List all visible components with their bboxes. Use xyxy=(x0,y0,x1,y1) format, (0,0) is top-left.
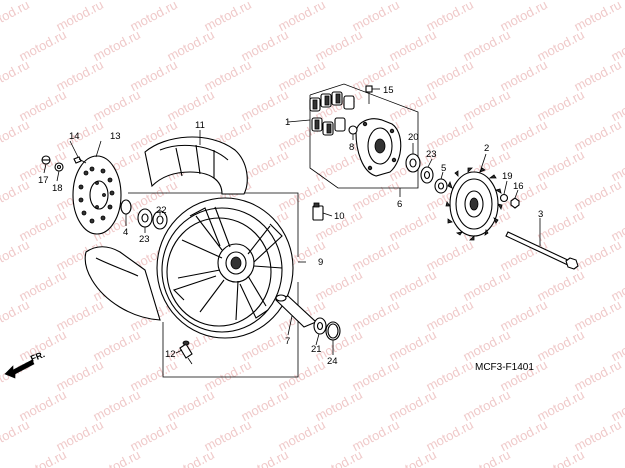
callout-18: 18 xyxy=(52,183,63,194)
valve-stem xyxy=(179,340,193,365)
callout-7: 7 xyxy=(285,336,290,347)
callout-5: 5 xyxy=(441,163,446,174)
callout-1: 1 xyxy=(285,117,290,128)
callout-9: 9 xyxy=(318,257,323,268)
mudguard xyxy=(84,136,248,321)
leader-lines xyxy=(43,88,541,355)
callout-4: 4 xyxy=(123,227,128,238)
drive-sprocket xyxy=(445,167,503,241)
balance-weight xyxy=(312,202,324,221)
callout-16: 16 xyxy=(513,181,524,192)
callout-6: 6 xyxy=(397,199,402,210)
callout-13: 13 xyxy=(110,131,121,142)
callout-8: 8 xyxy=(349,142,354,153)
callout-23-right: 23 xyxy=(426,149,437,160)
brake-disc xyxy=(72,155,122,235)
callout-labels: 1 2 3 4 5 6 7 8 9 10 11 12 13 14 15 16 1… xyxy=(38,85,543,367)
rear-axle xyxy=(505,231,579,270)
callout-3: 3 xyxy=(538,209,543,220)
callout-23-left: 23 xyxy=(139,234,150,245)
axle-collar xyxy=(274,294,341,341)
callout-22: 22 xyxy=(156,205,167,216)
flange-bearing-stack xyxy=(405,153,448,194)
callout-10: 10 xyxy=(334,211,345,222)
callout-19: 19 xyxy=(502,171,513,182)
callout-17: 17 xyxy=(38,175,49,186)
front-direction-indicator: FR. xyxy=(4,349,46,379)
disc-bolt-and-nut xyxy=(41,155,87,172)
diagram-code: MCF3-F1401 xyxy=(475,362,534,373)
callout-11: 11 xyxy=(195,120,205,131)
callout-20: 20 xyxy=(408,132,419,143)
callout-2: 2 xyxy=(484,143,489,154)
sprocket-bolt xyxy=(365,85,373,104)
front-arrow-icon xyxy=(4,359,35,379)
callout-24: 24 xyxy=(327,356,338,367)
driven-flange xyxy=(348,118,402,177)
assembly-bracket-lines xyxy=(128,83,419,378)
callout-15: 15 xyxy=(383,85,394,96)
sprocket-nut-washer xyxy=(499,193,520,209)
callout-21: 21 xyxy=(311,344,322,355)
wheel-bearing-left xyxy=(120,199,168,230)
callout-12: 12 xyxy=(165,349,176,360)
damper-rubbers xyxy=(309,91,355,136)
front-direction-label: FR. xyxy=(29,349,46,364)
rear-wheel xyxy=(156,197,294,339)
callout-14: 14 xyxy=(69,131,80,142)
